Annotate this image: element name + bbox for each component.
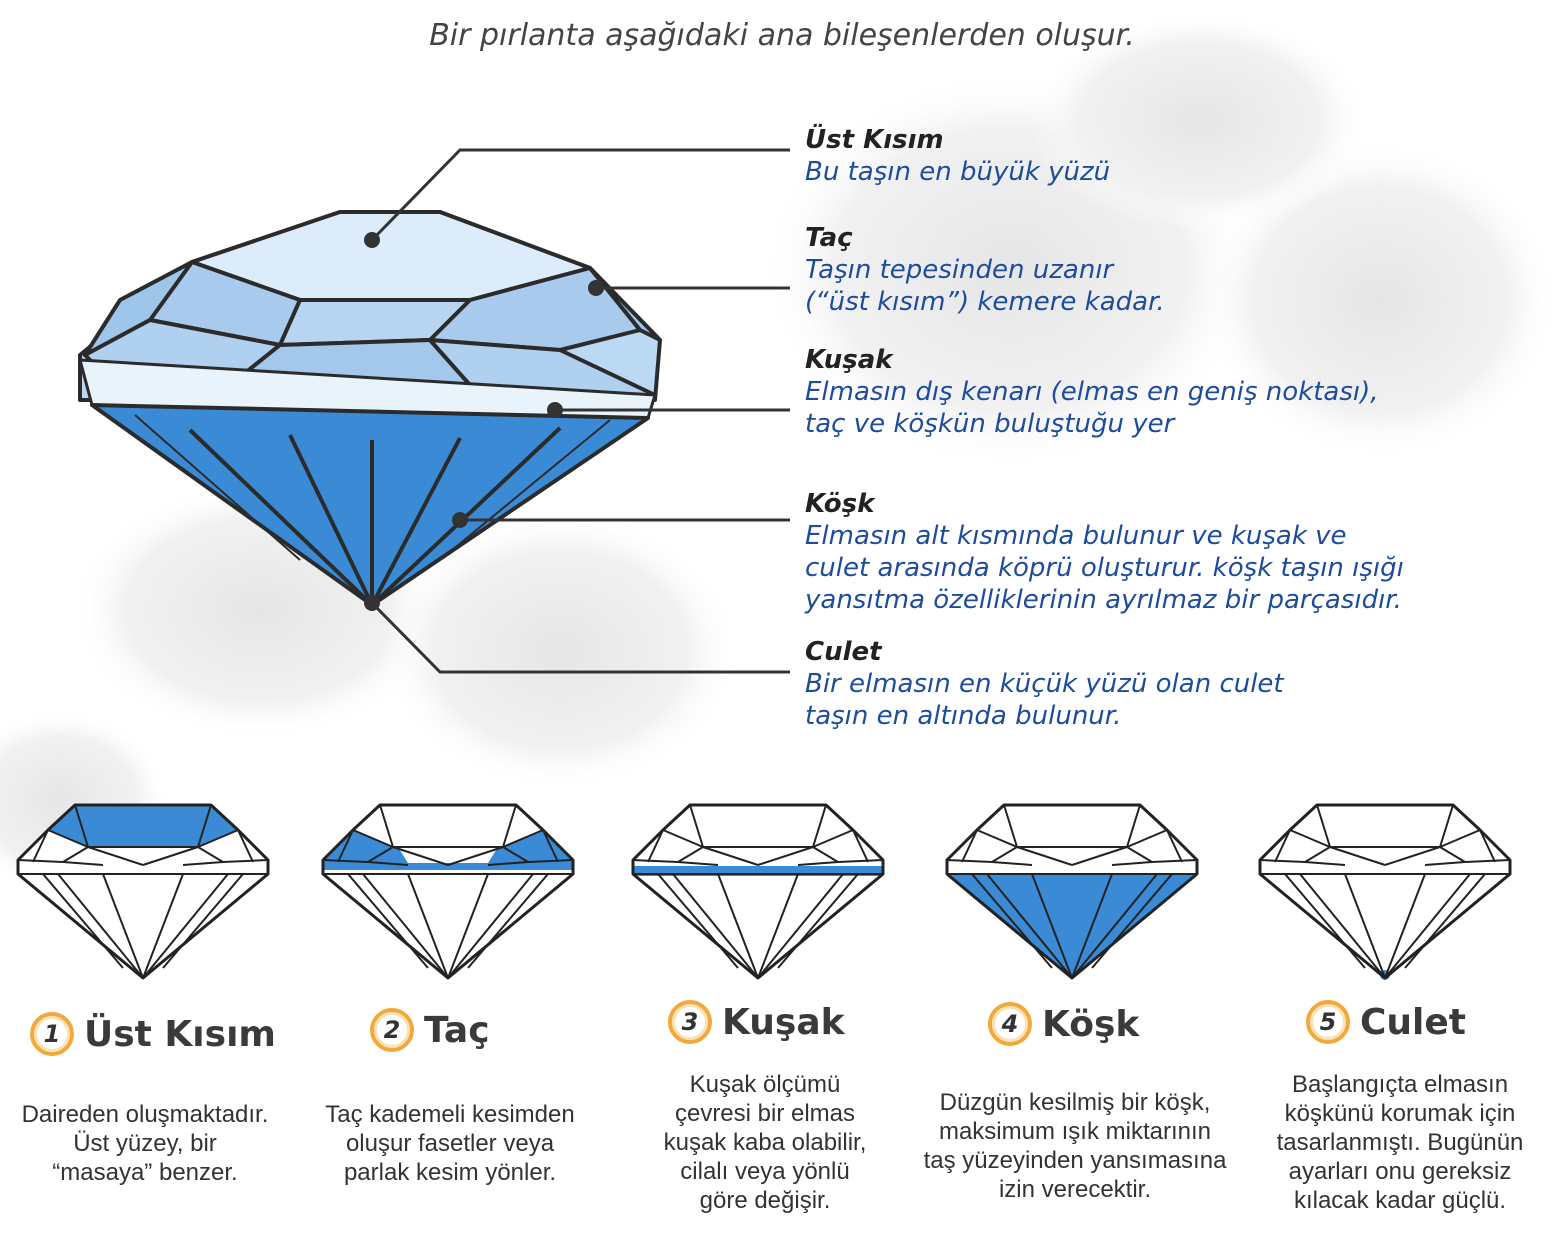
leader-dots [364,232,604,611]
step-5-desc: Başlangıçta elmasın köşkünü korumak için… [1276,1071,1524,1214]
small-diamond-pavilion [945,803,1199,980]
callout-desc: Bir elmasın en küçük yüzü olan culet taş… [805,669,1284,731]
small-diamond-girdle [631,803,885,980]
step-1-desc: Daireden oluşmaktadır. Üst yüzey, bir “m… [21,1101,269,1186]
callout-title: Kuşak [805,345,893,375]
step-number-badge: 1 [30,1012,74,1056]
main-diamond-diagram [78,148,790,674]
callout-desc: Elmasın dış kenarı (elmas en geniş nokta… [805,377,1379,439]
callout-tac: Taç Taşın tepesinden uzanır (“üst kısım”… [805,222,1165,318]
step-1-header: 1 Üst Kısım [30,1012,276,1056]
small-diamond-crown [321,803,575,980]
small-diamond-table [16,803,270,980]
step-title: Culet [1360,1001,1467,1043]
step-title: Taç [424,1009,490,1051]
step-3-header: 3 Kuşak [668,1000,845,1044]
step-2-desc: Taç kademeli kesimden oluşur fasetler ve… [325,1101,575,1186]
callout-kusak: Kuşak Elmasın dış kenarı (elmas en geniş… [805,344,1379,440]
callout-desc: Bu taşın en büyük yüzü [805,157,1111,187]
step-title: Kuşak [722,1001,845,1043]
step-number-badge: 4 [988,1002,1032,1046]
callout-title: Culet [805,637,882,667]
step-4-desc: Düzgün kesilmiş bir köşk, maksimum ışık … [923,1089,1227,1203]
diamond-crown [78,210,662,407]
step-title: Üst Kısım [84,1013,276,1055]
callout-desc: Taşın tepesinden uzanır (“üst kısım”) ke… [805,255,1165,317]
step-title: Köşk [1042,1003,1140,1045]
step-number-badge: 5 [1306,1000,1350,1044]
step-4-header: 4 Köşk [988,1002,1139,1046]
callout-culet: Culet Bir elmasın en küçük yüzü olan cul… [805,636,1284,732]
subtitle: Bir pırlanta aşağıdaki ana bileşenlerden… [429,18,1135,53]
step-number-badge: 3 [668,1000,712,1044]
callout-title: Üst Kısım [805,125,944,155]
step-5-header: 5 Culet [1306,1000,1466,1044]
step-number-badge: 2 [370,1008,414,1052]
diamond-pavilion [90,403,650,607]
step-3-desc: Kuşak ölçümü çevresi bir elmas kuşak kab… [663,1071,867,1214]
callout-kosk: Köşk Elmasın alt kısmında bulunur ve kuş… [805,488,1404,616]
leader-lines [370,148,790,674]
callout-desc: Elmasın alt kısmında bulunur ve kuşak ve… [805,521,1404,615]
step-2-header: 2 Taç [370,1008,490,1052]
callout-ust-kisim: Üst Kısım Bu taşın en büyük yüzü [805,124,1110,188]
callout-title: Köşk [805,489,875,519]
small-diamond-culet [1258,803,1512,980]
callout-title: Taç [805,223,853,253]
